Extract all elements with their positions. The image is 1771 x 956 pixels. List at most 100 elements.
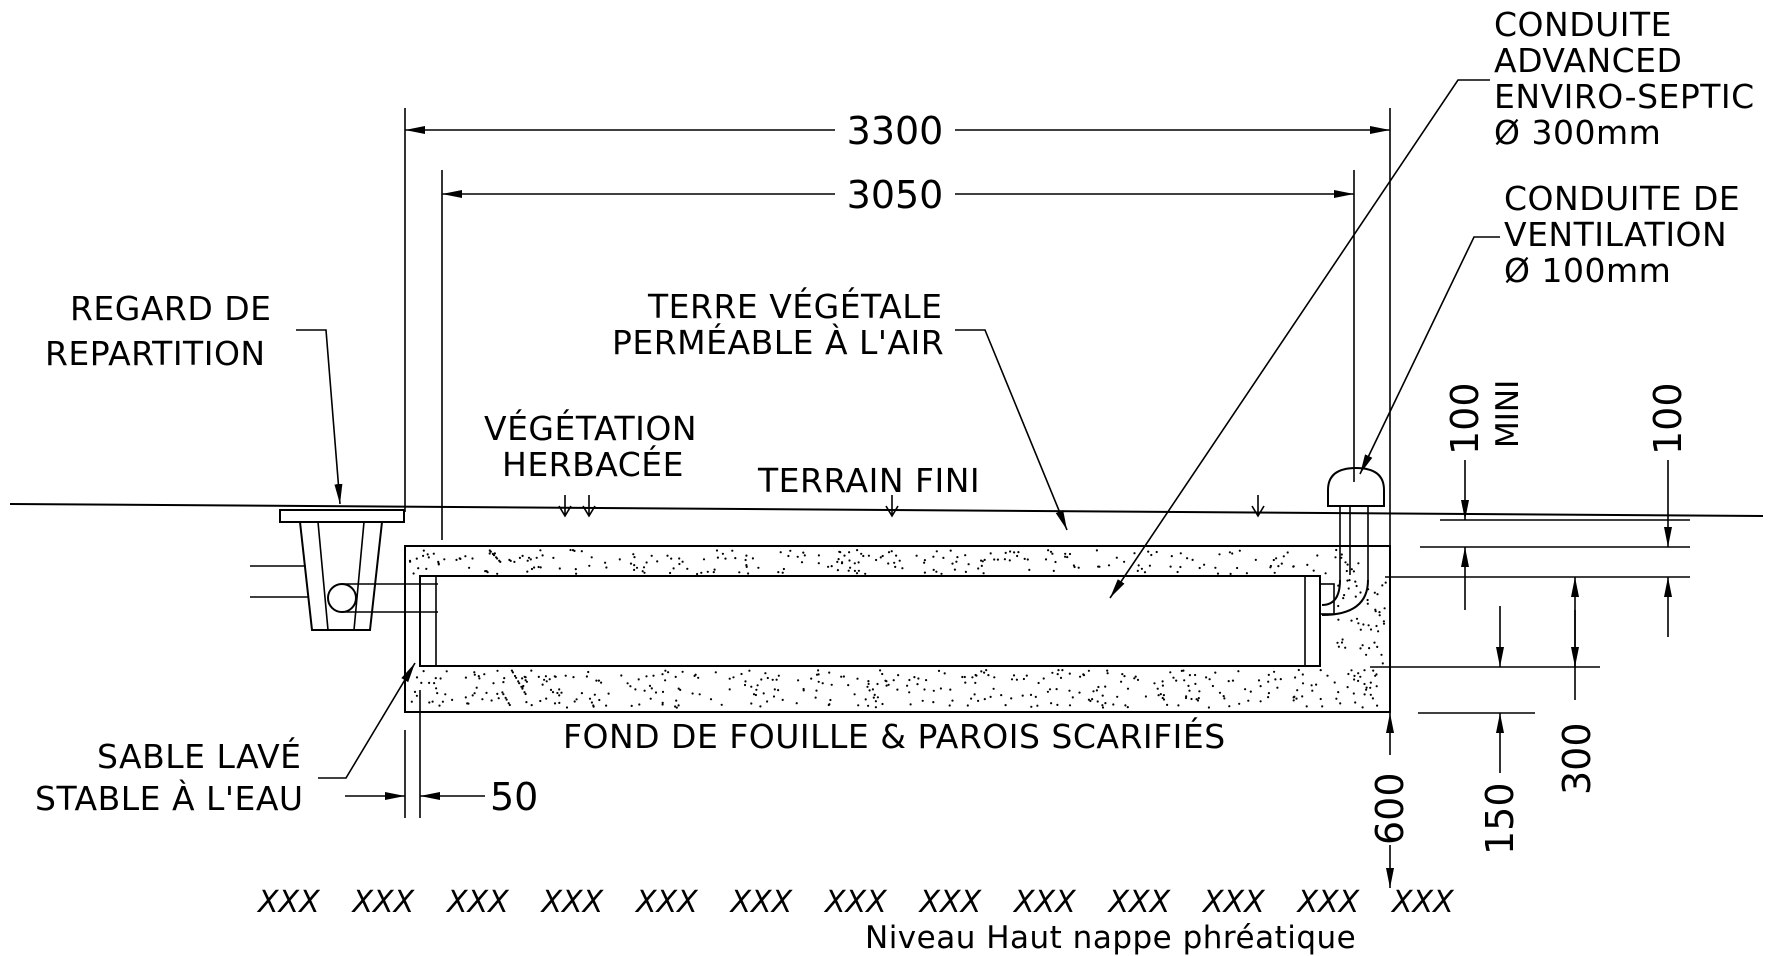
sand-dot — [445, 670, 448, 673]
sand-dot — [1333, 681, 1336, 684]
sand-dot — [949, 549, 952, 552]
sand-dot — [661, 690, 665, 694]
sand-dot — [526, 559, 529, 562]
sand-dot — [524, 676, 527, 679]
sand-dot — [607, 692, 610, 695]
sand-dot — [828, 671, 831, 674]
sand-dot — [867, 680, 870, 683]
sand-dot — [545, 680, 548, 683]
sand-dot — [1355, 584, 1358, 588]
sand-dot — [757, 566, 760, 569]
sand-dot — [697, 676, 700, 679]
sand-dot — [847, 684, 850, 687]
sand-dot — [1343, 594, 1346, 597]
sand-dot — [679, 688, 682, 692]
sand-dot — [1354, 595, 1357, 598]
sand-dot — [441, 700, 444, 703]
sand-dot — [887, 551, 891, 554]
sand-dot — [572, 676, 575, 679]
sand-dot — [862, 554, 865, 558]
sand-dot — [489, 550, 492, 553]
sand-dot — [558, 694, 561, 697]
sand-dot — [743, 683, 747, 687]
sand-dot — [698, 693, 701, 696]
sand-dot — [525, 701, 528, 704]
sand-dot — [515, 676, 518, 679]
sand-dot — [766, 700, 769, 703]
sand-dot — [1337, 691, 1340, 694]
sand-dot — [1054, 560, 1057, 564]
label-vent-line1: CONDUITE DE — [1504, 179, 1740, 218]
sand-dot — [773, 688, 776, 691]
sand-dot — [1092, 690, 1095, 693]
sand-dot — [864, 572, 867, 575]
sand-dot — [529, 558, 532, 561]
sand-dot — [921, 699, 924, 702]
sand-dot — [1214, 671, 1217, 674]
sand-dot — [458, 557, 461, 560]
sand-dot — [527, 556, 531, 559]
sand-dot — [750, 702, 753, 705]
sand-dot — [638, 703, 641, 706]
sand-dot — [661, 701, 664, 704]
sand-dot — [505, 698, 508, 701]
sand-dot — [1010, 697, 1013, 700]
sand-dot — [1267, 673, 1270, 677]
sand-dot — [1162, 698, 1166, 701]
sand-dot — [777, 674, 780, 677]
sand-dot — [1188, 674, 1191, 677]
sand-dot — [580, 550, 583, 553]
sand-dot — [777, 689, 780, 692]
sand-dot — [764, 672, 767, 675]
sand-dot — [1126, 706, 1129, 709]
sand-dot — [464, 555, 467, 558]
sand-dot — [530, 567, 534, 571]
ground-line — [9, 503, 1764, 517]
sand-dot — [1346, 563, 1349, 566]
sand-dot — [948, 704, 951, 707]
sand-dot — [670, 557, 673, 560]
sand-dot — [650, 687, 653, 690]
sand-dot — [521, 677, 524, 680]
sand-dot — [732, 676, 735, 679]
sand-dot — [573, 700, 576, 703]
sand-dot — [1203, 563, 1206, 566]
sand-dot — [745, 564, 748, 567]
sand-dot — [539, 549, 542, 552]
sand-dot — [664, 669, 667, 672]
sand-dot — [642, 566, 646, 569]
sand-dot — [1133, 552, 1136, 555]
sand-dot — [874, 706, 878, 709]
sand-dot — [754, 693, 758, 697]
sand-dot — [953, 568, 957, 571]
sand-dot — [1310, 684, 1313, 687]
sand-dot — [1061, 669, 1064, 672]
sand-dot — [466, 702, 469, 705]
sand-dot — [898, 559, 901, 562]
sand-dot — [836, 569, 840, 572]
sand-dot — [797, 679, 800, 682]
label-terrain-fini: TERRAIN FINI — [757, 461, 980, 500]
sand-dot — [537, 675, 540, 679]
sand-dot — [1257, 679, 1261, 682]
sand-dot — [1295, 697, 1298, 700]
sand-dot — [669, 571, 672, 575]
sand-dot — [1355, 617, 1359, 620]
sand-dot — [1347, 672, 1350, 676]
sand-dot — [766, 676, 769, 680]
sand-dot — [1267, 680, 1270, 683]
sand-dot — [493, 552, 496, 555]
sand-dot — [949, 688, 952, 691]
sand-dot — [940, 572, 943, 575]
sand-dot — [1134, 675, 1137, 678]
pipe-cap-right — [1319, 583, 1335, 615]
sand-dot — [810, 677, 813, 680]
sand-dot — [513, 674, 517, 678]
sand-dot — [1353, 678, 1356, 681]
sand-dot — [632, 553, 635, 556]
sand-dot — [1153, 682, 1156, 685]
sand-dot — [917, 677, 920, 680]
sand-dot — [1198, 690, 1201, 693]
sand-dot — [539, 566, 542, 569]
sand-dot — [829, 698, 832, 702]
